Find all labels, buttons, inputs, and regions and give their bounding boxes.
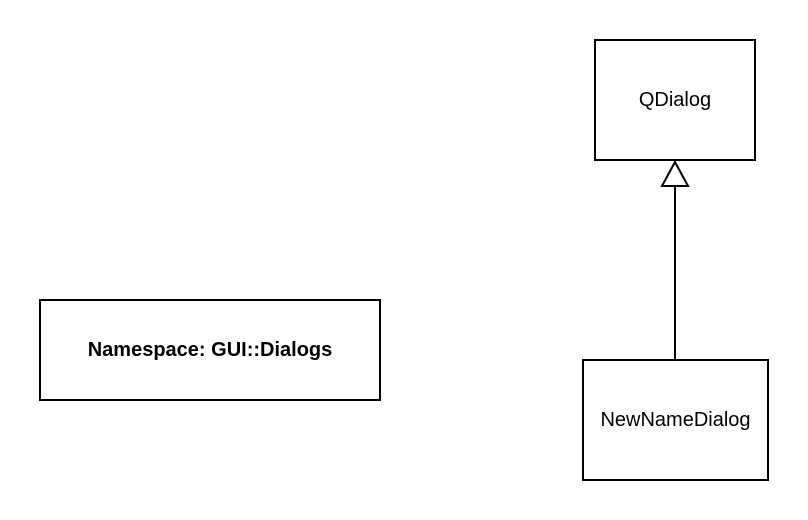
namespace-label: Namespace: GUI::Dialogs	[87, 338, 333, 361]
inheritance-arrow	[660, 159, 690, 359]
class-box-newnamedialog[interactable]: NewNameDialog	[582, 359, 769, 481]
class-name-newnamedialog: NewNameDialog	[600, 408, 751, 431]
namespace-label-box: Namespace: GUI::Dialogs	[39, 299, 381, 401]
class-name-qdialog: QDialog	[638, 88, 712, 111]
inheritance-arrowhead-icon	[660, 159, 690, 187]
